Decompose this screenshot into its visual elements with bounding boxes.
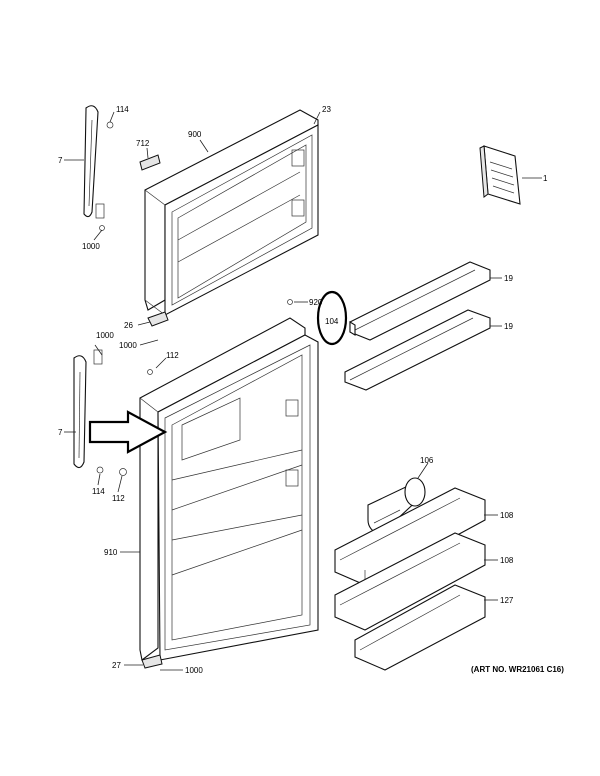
art-number: (ART NO. WR21061 C16) bbox=[471, 665, 564, 674]
callout-1000-mid-a: 1000 bbox=[96, 331, 114, 340]
freezer-door bbox=[144, 109, 319, 316]
callout-26: 26 bbox=[124, 321, 133, 330]
door-bin-upper bbox=[334, 487, 486, 586]
callout-1000-bot: 1000 bbox=[185, 666, 203, 675]
callout-1000-mid-b: 1000 bbox=[119, 341, 137, 350]
highlight-circle-icon bbox=[316, 290, 348, 346]
callout-112-b: 112 bbox=[112, 494, 125, 503]
arrow-outline-icon bbox=[88, 410, 168, 454]
callout-104: 104 bbox=[325, 317, 339, 326]
door-bin-middle bbox=[334, 532, 486, 631]
callout-27: 27 bbox=[112, 661, 121, 670]
callout-920: 920 bbox=[309, 298, 323, 307]
bottom-hinge bbox=[141, 654, 163, 669]
callout-112-a: 112 bbox=[166, 351, 179, 360]
callout-127: 127 bbox=[500, 596, 514, 605]
callout-7-bot: 7 bbox=[58, 428, 63, 437]
leader-lines bbox=[64, 111, 542, 671]
door-stop bbox=[287, 299, 293, 305]
callout-106: 106 bbox=[420, 456, 434, 465]
callout-712: 712 bbox=[136, 139, 150, 148]
callout-114-top: 114 bbox=[116, 105, 129, 114]
fresh-food-handle bbox=[73, 349, 153, 476]
owners-manual bbox=[479, 145, 521, 205]
fresh-food-door bbox=[139, 317, 319, 661]
callout-1: 1 bbox=[543, 174, 548, 183]
callout-900: 900 bbox=[188, 130, 202, 139]
callout-19-b: 19 bbox=[504, 322, 513, 331]
callout-7-top: 7 bbox=[58, 156, 63, 165]
center-hinge bbox=[147, 311, 169, 327]
callout-1000-top: 1000 bbox=[82, 242, 100, 251]
callout-108-b: 108 bbox=[500, 556, 514, 565]
callout-19-a: 19 bbox=[504, 274, 513, 283]
label-plate bbox=[139, 154, 161, 171]
dairy-bin bbox=[367, 477, 426, 536]
door-bin-lower bbox=[354, 584, 486, 671]
callout-labels: 114 7 1000 712 900 23 1 19 19 920 104 26… bbox=[58, 105, 548, 675]
callout-910: 910 bbox=[104, 548, 118, 557]
freezer-shelf-upper bbox=[349, 261, 491, 341]
freezer-handle bbox=[83, 105, 114, 231]
freezer-shelf-lower bbox=[344, 309, 491, 391]
callout-108-a: 108 bbox=[500, 511, 514, 520]
callout-23: 23 bbox=[322, 105, 331, 114]
callout-114-bot: 114 bbox=[92, 487, 105, 496]
